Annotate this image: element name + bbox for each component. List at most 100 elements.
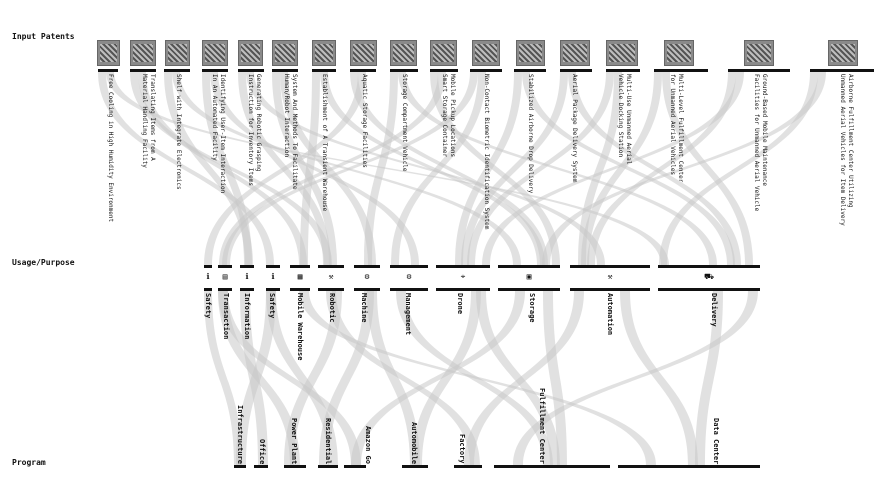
patent-label: Mobile Pickup Locations Smart Storage Co…: [441, 74, 456, 158]
patent-thumbnail: [312, 40, 336, 66]
patent-usage-flow: [300, 72, 320, 265]
patent-label: Translating Items from A Material Handli…: [141, 74, 156, 168]
patent-usage-flow: [542, 72, 826, 265]
usage-program-flow: [695, 291, 723, 465]
patent-usage-flow: [98, 72, 274, 265]
info-icon: ℹ: [271, 272, 275, 281]
patent-thumbnail: [97, 40, 120, 66]
patent-bar: [202, 69, 228, 72]
usage-label: Delivery: [710, 293, 718, 327]
usage-top-bar: [570, 265, 650, 268]
program-bar: [344, 465, 366, 468]
patent-usage-flow: [210, 72, 419, 265]
usage-program-flow: [284, 291, 342, 465]
usage-program-flow: [236, 291, 276, 465]
patent-bar: [728, 69, 790, 72]
patent-image: [168, 44, 187, 62]
usage-label: Automation: [606, 293, 614, 336]
usage-top-bar: [204, 265, 212, 268]
truck-icon: ⛟: [704, 272, 715, 281]
patent-label: Airborne Fulfillment Center Utilizing Un…: [839, 74, 854, 226]
patent-usage-flow: [391, 72, 486, 265]
usage-bottom-bar: [570, 288, 650, 291]
patent-bar: [130, 69, 156, 72]
patent-image: [667, 44, 691, 62]
program-label: Amazon Go: [364, 426, 372, 464]
usage-label: Management: [404, 293, 412, 336]
patent-image: [747, 44, 771, 62]
patent-usage-flow: [204, 72, 366, 265]
patent-thumbnail: [472, 40, 500, 66]
patent-bar: [606, 69, 640, 72]
patent-image: [519, 44, 542, 62]
grid-icon: ▦: [297, 272, 303, 281]
usage-program-flow: [620, 291, 698, 465]
usage-program-flow: [513, 291, 758, 465]
patent-image: [275, 44, 295, 62]
usage-program-flow: [218, 291, 361, 465]
usage-bottom-bar: [318, 288, 344, 291]
machine-icon: ⚙: [364, 272, 370, 281]
patent-label: Aerial Package Delivery System: [571, 74, 578, 183]
patent-usage-flow: [350, 72, 548, 265]
program-label: Program: [12, 458, 46, 467]
patent-bar: [312, 69, 336, 72]
program-bar: [494, 465, 610, 468]
usage-label: Drone: [456, 293, 464, 315]
usage-bottom-bar: [390, 288, 428, 291]
patent-usage-flow: [461, 72, 568, 265]
patent-usage-flow: [106, 72, 669, 265]
usage-label: Robotic: [328, 293, 336, 323]
usage-bottom-bar: [354, 288, 380, 291]
patent-thumbnail: [272, 40, 298, 66]
patent-usage-flow: [398, 72, 717, 265]
program-label: Office: [258, 438, 266, 464]
patent-image: [393, 44, 414, 62]
patent-image: [433, 44, 454, 62]
patent-label: System And Methods To Facilitate Human/R…: [283, 74, 298, 190]
patent-label: Storage Compartment Vehicle: [401, 74, 408, 172]
program-bar: [254, 465, 268, 468]
patent-image: [353, 44, 374, 62]
program-label: Data Center: [712, 417, 720, 464]
patent-thumbnail: [130, 40, 156, 66]
usage-bottom-bar: [218, 288, 232, 291]
usage-label: Mobile Warehouse: [296, 293, 304, 361]
patent-usage-flow: [522, 72, 735, 265]
patent-usage-flow: [659, 72, 818, 265]
patent-usage-flow: [164, 72, 253, 265]
patent-bar: [514, 69, 546, 72]
usage-top-bar: [354, 265, 380, 268]
patent-thumbnail: [390, 40, 417, 66]
patent-usage-flow: [219, 72, 446, 265]
patent-usage-flow: [202, 72, 252, 265]
program-bar: [618, 465, 760, 468]
usage-program-flow: [266, 291, 338, 465]
robot-arm-icon: ⚒: [607, 272, 613, 281]
patent-usage-flow: [246, 72, 605, 265]
info-icon: ℹ: [206, 272, 210, 281]
usage-label: Transaction: [222, 293, 230, 340]
usage-label: Storage: [528, 293, 536, 323]
patent-image: [475, 44, 497, 62]
patent-bar: [560, 69, 592, 72]
patent-label: Establishment of A Transient Warehouse: [321, 74, 328, 212]
patent-usage-flow: [364, 72, 398, 265]
patent-usage-flow: [482, 72, 744, 265]
usage-bottom-bar: [266, 288, 280, 291]
usage-top-bar: [266, 265, 280, 268]
patent-thumbnail: [238, 40, 263, 66]
usage-program-flow: [351, 291, 525, 465]
program-bar: [318, 465, 338, 468]
patent-usage-flow: [467, 72, 614, 265]
patent-label: Ground-Based Mobile Maintenance Faciliti…: [753, 74, 768, 212]
usage-program-flow: [543, 291, 567, 465]
usage-bottom-bar: [658, 288, 760, 291]
patent-label: Generating Robotic Grasping Instruction …: [247, 74, 262, 186]
program-label: Automobile: [410, 421, 418, 464]
patent-label: Stabilized Airborne Drop Delivery: [527, 74, 534, 194]
info-icon: ℹ: [245, 272, 249, 281]
program-bar: [454, 465, 482, 468]
patent-bar: [238, 69, 264, 72]
